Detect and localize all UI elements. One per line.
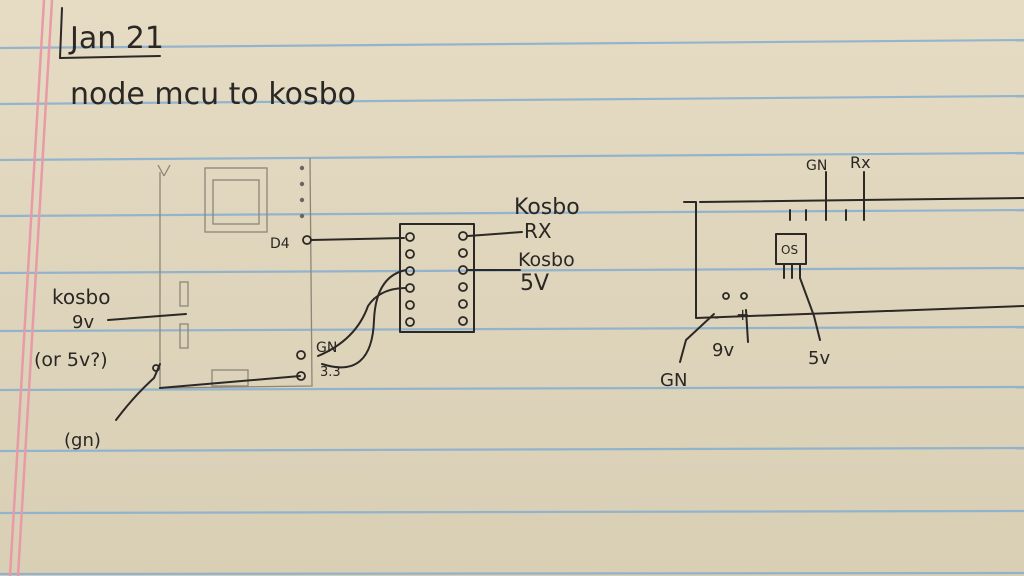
- or-5v-note: (or 5v?): [34, 349, 108, 371]
- header-board: [399, 223, 475, 333]
- kosbo-mid-label: Kosbo: [518, 249, 575, 271]
- kosbo-gn-pin-label: GN: [806, 158, 827, 174]
- left-gnd-label: (gn): [64, 430, 101, 451]
- margin-lines: [8, 0, 54, 576]
- ruled-lines: [0, 38, 1024, 576]
- plus-terminal: [740, 292, 748, 300]
- regulator-label: OS: [781, 243, 798, 257]
- 9v-lead: [745, 309, 749, 343]
- kosbo-9v-label: 9v: [72, 312, 94, 333]
- right-gnd-label: GN: [660, 370, 687, 391]
- 5v-lead: [799, 277, 821, 341]
- kosbo-note-label: kosbo: [52, 285, 110, 309]
- header-pins: [405, 231, 468, 327]
- d4-pin-label: D4: [270, 236, 290, 252]
- 3v3-wire: [321, 269, 407, 369]
- date-label: Jan 21: [68, 21, 164, 56]
- 5v-label: 5V: [520, 271, 549, 296]
- date-margin-stroke: [59, 7, 63, 59]
- gnd-lead-right: [679, 313, 715, 363]
- page-heading: node mcu to kosbo: [70, 77, 356, 112]
- mcu-button-top: [179, 281, 189, 307]
- rx-label: RX: [524, 219, 552, 243]
- minus-terminal: [722, 292, 730, 300]
- right-5v-label: 5v: [808, 348, 830, 369]
- kosbo-board-top-edge: [699, 197, 1024, 203]
- gnd-lead-wire: [115, 363, 161, 421]
- kosbo-top-label: Kosbo: [514, 195, 580, 220]
- kosbo-board-outline: [683, 201, 1024, 319]
- d4-wire: [310, 237, 405, 241]
- mcu-button-bottom: [179, 323, 189, 349]
- mcu-usb-port: [211, 369, 249, 387]
- kosbo-top-pins: [789, 171, 865, 221]
- nodemcu-board: [157, 157, 313, 389]
- gn-wire: [317, 287, 407, 357]
- gn-label: GN: [316, 340, 337, 356]
- mcu-pins: [296, 235, 312, 381]
- minus-label: -: [714, 310, 719, 326]
- mcu-chip-inner: [212, 179, 260, 225]
- gnd-pin: [152, 364, 160, 372]
- rx-wire: [467, 231, 523, 237]
- right-9v-label: 9v: [712, 340, 734, 361]
- gnd-bus-wire: [159, 375, 301, 389]
- kosbo-9v-wire: [107, 313, 187, 321]
- kosbo-rx-pin-label: Rx: [850, 153, 871, 172]
- date-underline: [59, 55, 161, 59]
- power-3v3-label: 3.3: [320, 365, 341, 380]
- mcu-chip-outline: [204, 167, 268, 233]
